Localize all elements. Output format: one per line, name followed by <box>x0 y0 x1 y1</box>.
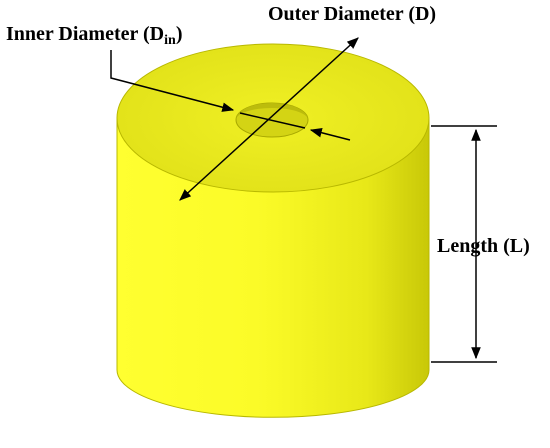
inner-diameter-leader <box>110 50 235 112</box>
outer-diameter-label: Outer Diameter (D) <box>268 3 437 25</box>
inner-diameter-leader-continue <box>239 112 306 129</box>
inner-diameter-text: Inner Diameter (D <box>6 23 165 45</box>
inner-diameter-arrow-right <box>309 128 351 141</box>
length-label: Length (L) <box>437 235 530 257</box>
inner-diameter-label: Inner Diameter (Din) <box>6 24 182 48</box>
inner-diameter-close: ) <box>175 23 183 45</box>
inner-diameter-subscript: in <box>164 33 176 48</box>
